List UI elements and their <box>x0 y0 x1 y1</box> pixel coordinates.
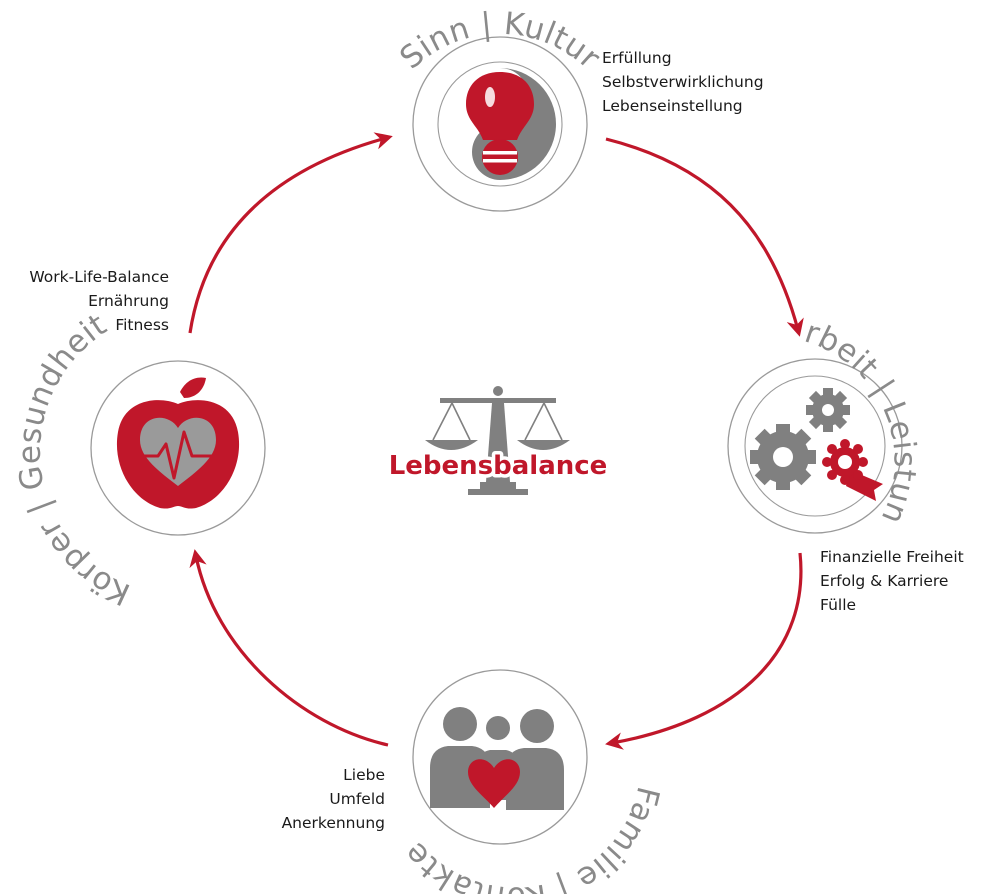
list-item: Erfolg & Karriere <box>820 572 949 590</box>
gear-small <box>806 388 850 432</box>
list-item: Ernährung <box>88 292 169 310</box>
family-heart-icon <box>430 707 564 810</box>
node-top-attributes: Erfüllung Selbstverwirklichung Lebensein… <box>602 46 764 118</box>
node-bottom: Familie | Kontakte <box>397 669 666 894</box>
node-left-attributes: Work-Life-Balance Ernährung Fitness <box>29 265 169 337</box>
list-item: Erfüllung <box>602 49 672 67</box>
arrow-left-to-top <box>188 132 393 334</box>
node-bottom-attributes: Liebe Umfeld Anerkennung <box>282 763 385 835</box>
list-item: Anerkennung <box>281 814 385 832</box>
center-block: Lebensbalance <box>385 386 611 495</box>
list-item: Work-Life-Balance <box>29 268 169 286</box>
cycle-arrows <box>188 132 804 750</box>
gear-large <box>750 424 816 490</box>
award-ribbon <box>822 439 883 501</box>
list-item: Umfeld <box>329 790 385 808</box>
lightbulb-yin-yang-icon <box>466 68 556 180</box>
apple-heart-icon <box>116 377 240 509</box>
list-item: Fülle <box>820 596 857 614</box>
node-left: Körper | Gesundheit <box>12 307 266 612</box>
list-item: Finanzielle Freiheit <box>820 548 964 566</box>
arrow-bottom-to-left <box>189 549 389 747</box>
arrow-top-to-right <box>605 137 804 337</box>
arrow-right-to-bottom <box>605 552 803 750</box>
scale-icon <box>425 386 570 495</box>
list-item: Fitness <box>115 316 169 334</box>
gears-award-icon <box>750 388 883 501</box>
node-right-attributes: Finanzielle Freiheit Erfolg & Karriere F… <box>820 545 964 617</box>
node-top: Sinn | Kultur <box>393 6 607 212</box>
center-title: Lebensbalance <box>389 451 608 481</box>
list-item: Liebe <box>343 766 385 784</box>
list-item: Selbstverwirklichung <box>602 73 764 91</box>
list-item: Lebenseinstellung <box>602 97 743 115</box>
